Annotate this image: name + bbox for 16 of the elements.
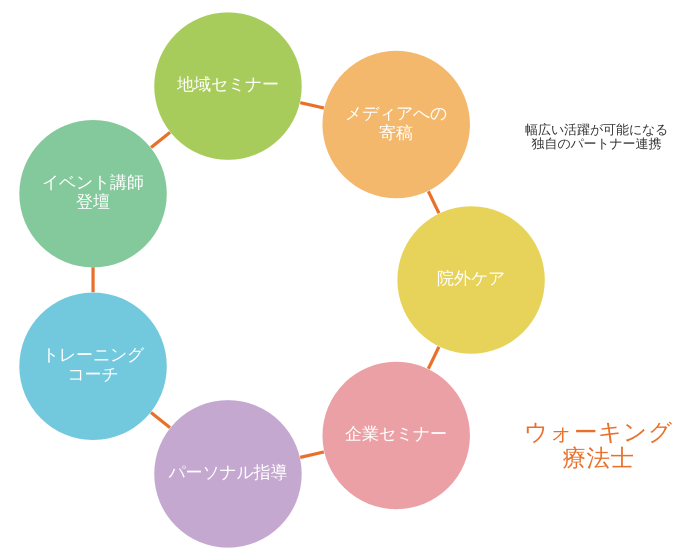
label: 幅広い活躍が可能になる独自のパートナー連携 xyxy=(524,123,668,152)
connector xyxy=(300,450,324,459)
node-circle: トレーニングコーチ xyxy=(19,292,167,440)
connector xyxy=(426,346,440,370)
label: ウォーキング療法士 xyxy=(524,418,673,472)
connector xyxy=(426,190,440,214)
node-circle: 地域セミナー xyxy=(154,12,302,160)
node-circle: イベント講師登壇 xyxy=(19,120,167,268)
node-circle: メディアへの寄稿 xyxy=(322,50,470,198)
node-circle: パーソナル指導 xyxy=(154,400,302,548)
connector xyxy=(91,268,95,292)
connector xyxy=(150,131,172,149)
connector xyxy=(150,411,171,429)
node-circle: 院外ケア xyxy=(397,206,545,354)
connector xyxy=(300,101,324,110)
node-circle: 企業セミナー xyxy=(322,362,470,510)
